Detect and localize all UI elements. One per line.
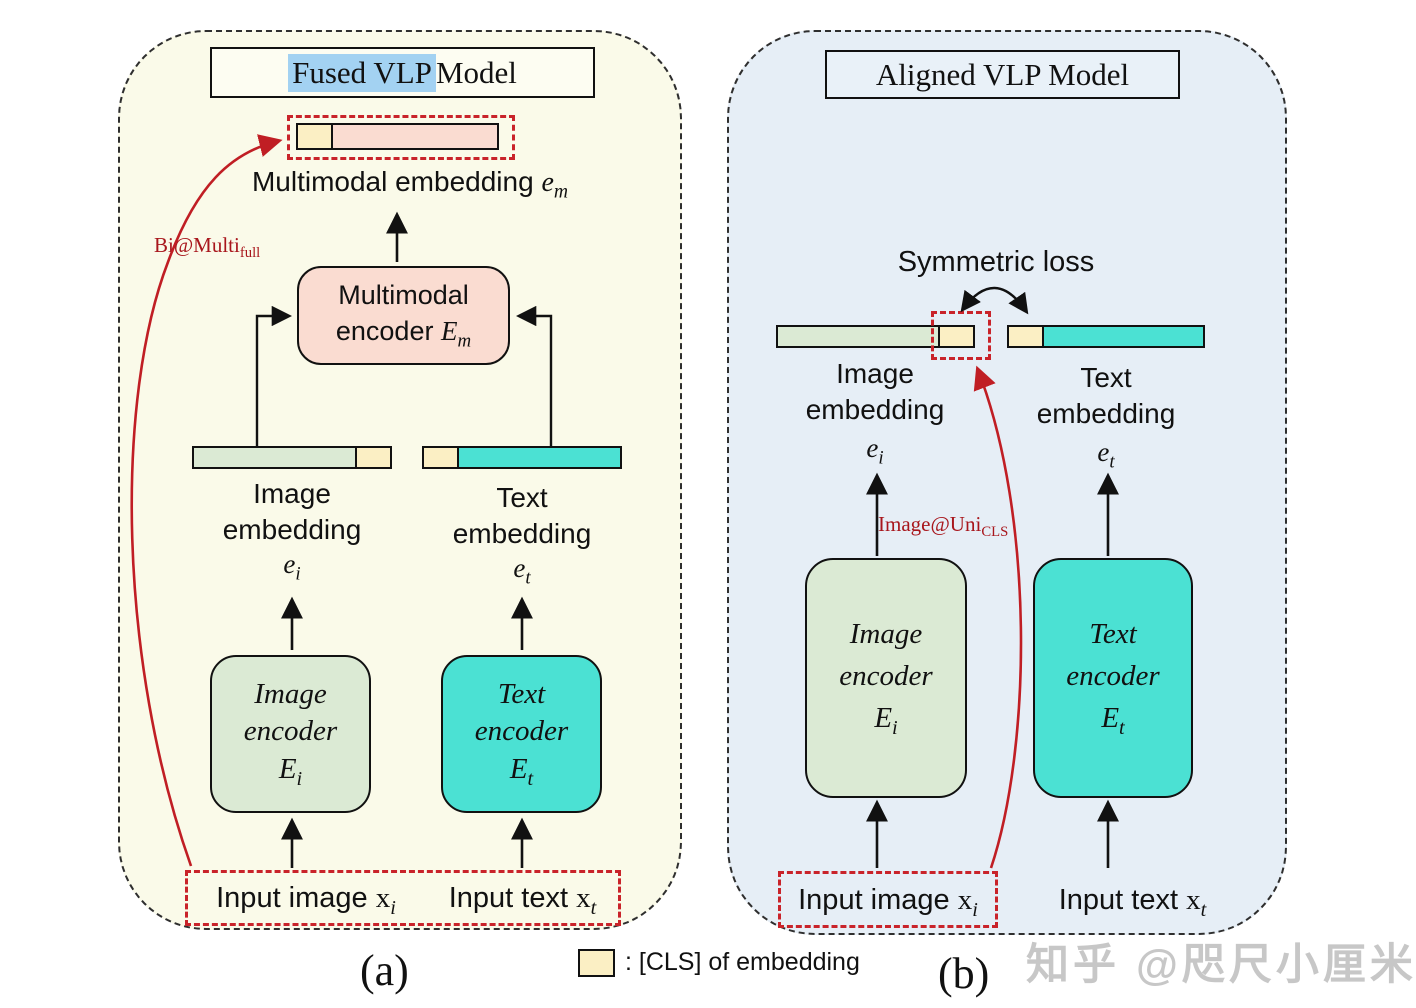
panel-a-image-embedding-body [194, 448, 355, 467]
panel-a-input-image-label: Input image xi [216, 882, 396, 919]
panel-b-aligned-vlp [727, 30, 1287, 935]
panel-a-text-embedding-cls [424, 448, 459, 467]
panel-b-text-embedding-label: Text embedding et [1036, 362, 1176, 473]
multimodal-encoder-line1: Multimodal [338, 279, 469, 310]
panel-b-image-encoder-box: Image encoder Ei [805, 558, 967, 798]
symmetric-loss-label: Symmetric loss [897, 246, 1095, 278]
multimodal-encoder-line2: encoder Em [335, 316, 472, 352]
panel-a-image-embedding-bar [192, 446, 392, 469]
panel-b-text-embedding-body [1044, 327, 1203, 346]
cls-legend: : [CLS] of embedding [578, 948, 860, 977]
panel-b-text-embedding-cls [1009, 327, 1044, 346]
panel-a-image-encoder-box: Image encoder Ei [210, 655, 371, 813]
cls-legend-swatch [578, 948, 615, 977]
panel-b-image-embedding-bar [776, 325, 975, 348]
bi-at-multi-full-label: Bi@Multifull [154, 233, 261, 262]
panel-b-input-image-dashed-box [778, 871, 998, 928]
panel-a-image-embedding-label: Image embedding ei [222, 478, 362, 585]
panel-b-input-image-label: Input image xi [798, 884, 978, 921]
panel-a-title: Fused VLP Model [210, 47, 595, 98]
panel-a-title-highlight: Fused VLP [288, 53, 436, 92]
panel-a-image-embedding-cls [355, 448, 390, 467]
multimodal-embedding-label: Multimodal embedding em [251, 166, 569, 203]
multimodal-embedding-bar [296, 123, 499, 150]
image-at-uni-cls-label: Image@UniCLS [878, 512, 1009, 541]
panel-a-text-embedding-body [459, 448, 620, 467]
cls-legend-label: : [CLS] of embedding [625, 948, 860, 976]
panel-a-text-embedding-bar [422, 446, 622, 469]
panel-a-caption: (a) [360, 946, 409, 995]
panel-a-input-text-label: Input text xt [448, 882, 597, 919]
panel-b-image-embedding-cls [938, 327, 973, 346]
panel-a-text-encoder-box: Text encoder Et [441, 655, 602, 813]
multimodal-embedding-cls-segment [298, 125, 333, 148]
panel-b-input-text-label: Input text xt [1058, 884, 1207, 921]
watermark: 知乎 @咫尺小厘米 [1026, 941, 1416, 989]
panel-b-caption: (b) [938, 949, 990, 998]
panel-b-image-embedding-body [778, 327, 938, 346]
panel-a-title-rest: Model [435, 54, 517, 90]
multimodal-embedding-body-segment [333, 125, 497, 148]
multimodal-encoder-box: Multimodal encoder Em [297, 266, 510, 365]
panel-b-text-encoder-box: Text encoder Et [1033, 558, 1193, 798]
multimodal-embedding-dashed-box [287, 115, 515, 160]
panel-b-cls-dashed-box [931, 311, 991, 360]
panel-b-image-embedding-label: Image embedding ei [805, 358, 945, 469]
panel-b-title: Aligned VLP Model [825, 50, 1180, 99]
panel-a-input-dashed-box [185, 870, 621, 926]
panel-b-text-embedding-bar [1007, 325, 1205, 348]
panel-a-text-embedding-label: Text embedding et [452, 482, 592, 589]
